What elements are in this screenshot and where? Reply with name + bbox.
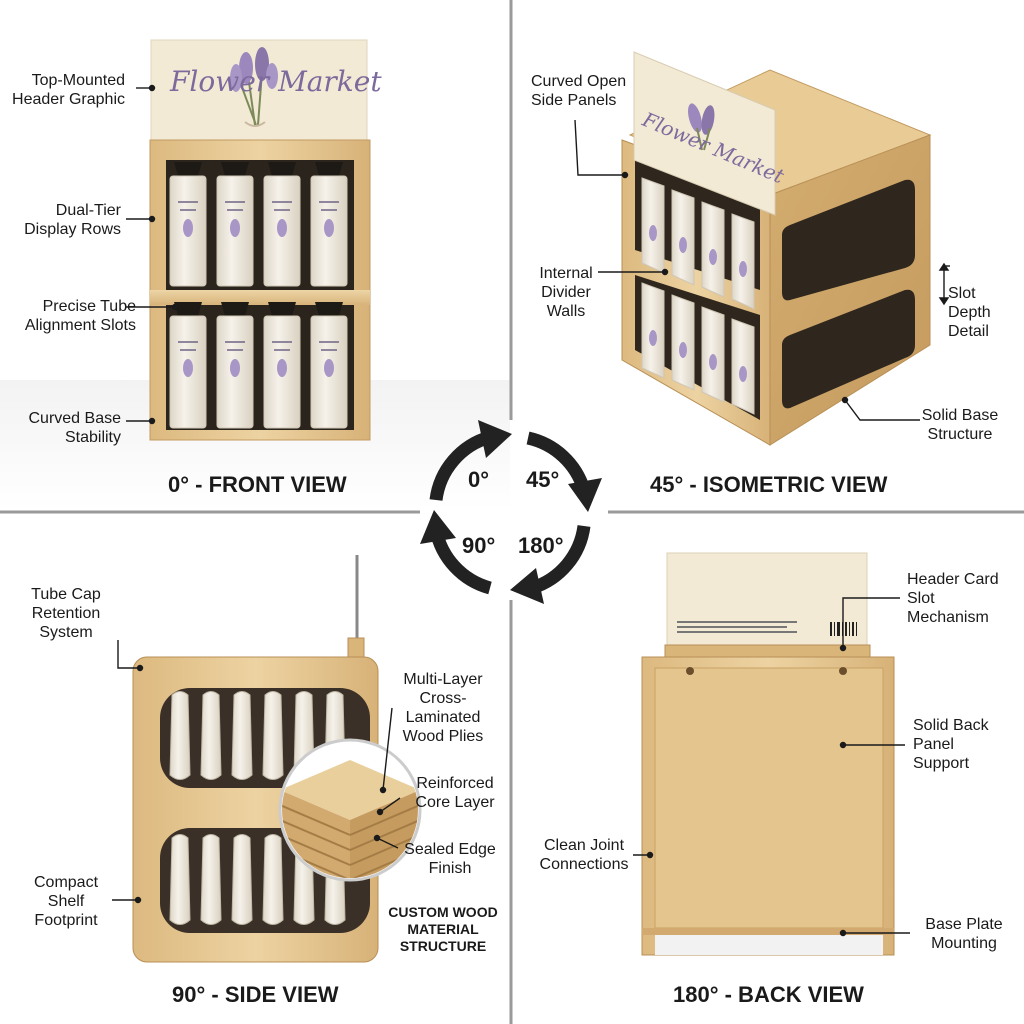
label-slot-depth-detail: Slot Depth Detail bbox=[948, 285, 991, 340]
angle-0-label: 0° bbox=[468, 467, 490, 492]
side-tube-bottom-4 bbox=[262, 834, 284, 925]
label-internal-divider-walls: Internal Divider Walls bbox=[539, 265, 593, 320]
side-tube-bottom-3 bbox=[231, 834, 253, 925]
label-compact-shelf-footprint: Compact Shelf Footprint bbox=[33, 874, 99, 929]
side-tube-top-1 bbox=[169, 691, 191, 780]
label-curved-base-stability: Curved Base Stability bbox=[28, 410, 122, 446]
label-precise-tube-alignment-slots: Precise Tube Alignment Slots bbox=[24, 298, 136, 334]
label-clean-joint-connections: Clean Joint Connections bbox=[539, 837, 629, 873]
iso-tube-bottom-4 bbox=[731, 318, 755, 415]
iso-tube-top-3 bbox=[701, 201, 725, 298]
side-tube-top-2 bbox=[200, 691, 222, 780]
side-tube-bottom-2 bbox=[200, 834, 222, 925]
side-tube-bottom-1 bbox=[169, 834, 191, 925]
label-solid-back-panel-support: Solid Back Panel Support bbox=[913, 717, 989, 772]
front-tube-top-1 bbox=[169, 162, 207, 287]
angle-45-label: 45° bbox=[526, 467, 560, 492]
label-tube-cap-retention-system: Tube Cap Retention System bbox=[31, 586, 101, 641]
side-view-title: 90° - SIDE VIEW bbox=[172, 982, 339, 1007]
iso-tube-bottom-3 bbox=[701, 306, 725, 403]
front-tube-bottom-2 bbox=[216, 302, 254, 429]
label-top-mounted-header-graphic: Top-Mounted Header Graphic bbox=[12, 72, 125, 108]
custom-wood-material-caption: CUSTOM WOOD MATERIAL STRUCTURE bbox=[388, 904, 498, 954]
back-header-card bbox=[666, 552, 868, 659]
label-multi-layer-cross-laminated-wood-plies: Multi-Layer Cross- Laminated Wood Plies bbox=[402, 671, 484, 745]
label-curved-open-side-panels: Curved Open Side Panels bbox=[531, 73, 627, 109]
back-view-title: 180° - BACK VIEW bbox=[673, 982, 864, 1007]
iso-tube-top-4 bbox=[731, 213, 755, 310]
front-tube-bottom-4 bbox=[310, 302, 348, 429]
front-tube-bottom-3 bbox=[263, 302, 301, 429]
front-tube-top-2 bbox=[216, 162, 254, 287]
iso-view-unit bbox=[621, 51, 932, 446]
label-solid-base-structure: Solid Base Structure bbox=[921, 407, 999, 443]
angle-90-label: 90° bbox=[462, 533, 496, 558]
side-tube-top-4 bbox=[262, 691, 284, 780]
label-dual-tier-display-rows: Dual-Tier Display Rows bbox=[24, 202, 121, 238]
iso-view-title: 45° - ISOMETRIC VIEW bbox=[650, 472, 888, 497]
front-brand-title: Flower Market bbox=[170, 65, 382, 98]
label-base-plate-mounting: Base Plate Mounting bbox=[925, 916, 1003, 952]
front-tube-top-4 bbox=[310, 162, 348, 287]
label-reinforced-core-layer: Reinforced Core Layer bbox=[415, 775, 495, 811]
label-header-card-slot-mechanism: Header Card Slot Mechanism bbox=[907, 571, 999, 626]
front-view-title: 0° - FRONT VIEW bbox=[168, 472, 347, 497]
front-lavender-icon bbox=[230, 47, 278, 127]
iso-tube-bottom-1 bbox=[641, 282, 665, 379]
label-sealed-edge-finish: Sealed Edge Finish bbox=[404, 841, 496, 877]
side-tube-top-3 bbox=[231, 691, 253, 780]
back-view-unit bbox=[641, 552, 895, 956]
angle-180-label: 180° bbox=[518, 533, 564, 558]
iso-tube-top-1 bbox=[641, 177, 665, 274]
front-tube-top-3 bbox=[263, 162, 301, 287]
front-view-unit bbox=[149, 39, 371, 441]
front-tube-bottom-1 bbox=[169, 302, 207, 429]
iso-tube-top-2 bbox=[671, 189, 695, 286]
iso-lavender-icon bbox=[688, 103, 715, 151]
iso-tube-bottom-2 bbox=[671, 294, 695, 391]
